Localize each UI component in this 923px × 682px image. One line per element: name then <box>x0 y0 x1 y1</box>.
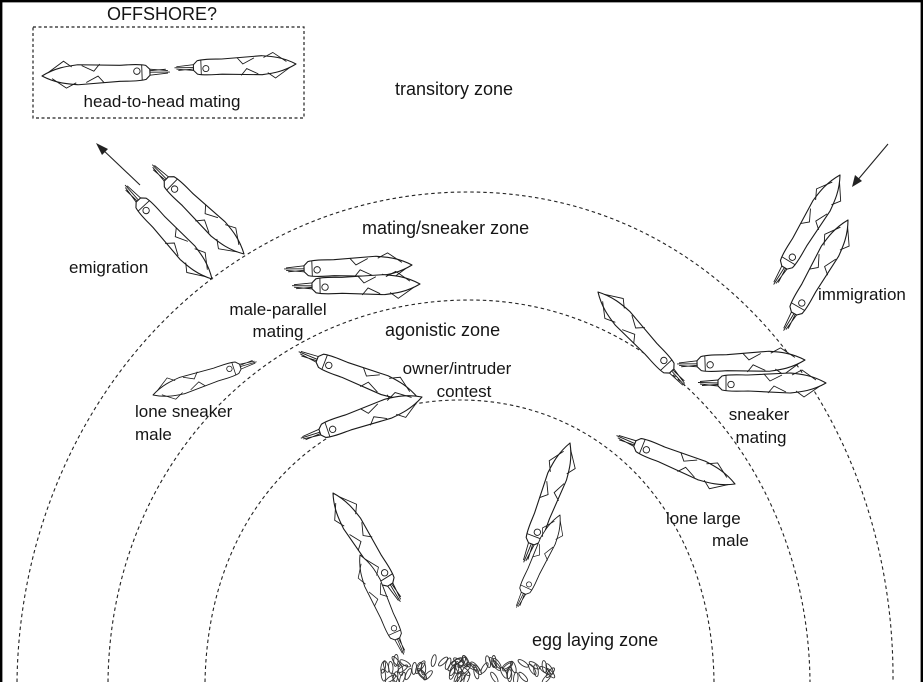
transitory-zone-label: transitory zone <box>395 79 555 99</box>
egg-mass <box>380 654 556 682</box>
sneaker-mating-label-line1: sneaker <box>709 405 809 425</box>
egg-capsule <box>430 654 437 667</box>
lone-large-label-line1: lone large <box>666 509 766 529</box>
male-parallel-label-line1: male-parallel <box>203 300 353 320</box>
squid-sneaker-3 <box>698 370 826 397</box>
squid-lone-sneaker <box>149 350 260 405</box>
male-parallel-label-line2: mating <box>203 322 353 342</box>
egg-capsule <box>517 671 528 682</box>
owner-intruder-label-line2: contest <box>389 382 539 402</box>
egg-capsule <box>399 658 412 668</box>
egg-capsule <box>388 661 393 673</box>
egg-capsule <box>489 671 499 682</box>
emigration-label: emigration <box>69 258 169 278</box>
egg-capsule <box>422 669 433 681</box>
emigration-arrow <box>101 148 140 185</box>
immigration-arrow <box>856 144 888 182</box>
agonistic-zone-label: agonistic zone <box>385 320 545 340</box>
egg-laying-zone-label: egg laying zone <box>532 630 702 650</box>
mating-sneaker-zone-label: mating/sneaker zone <box>362 218 582 238</box>
sneaker-mating-label-line2: mating <box>711 428 811 448</box>
egg-capsule <box>437 656 449 668</box>
squid-head-to-head-left <box>42 58 171 89</box>
immigration-label: immigration <box>818 285 918 305</box>
lone-large-label-line2: male <box>712 531 792 551</box>
owner-intruder-label-line1: owner/intruder <box>382 359 532 379</box>
egg-capsule <box>480 662 490 675</box>
squid-head-to-head-right <box>174 52 296 82</box>
inset-title: OFFSHORE? <box>72 4 252 24</box>
egg-capsule <box>517 658 529 668</box>
squid-sneaker-1 <box>588 282 695 394</box>
inset-caption: head-to-head mating <box>62 92 262 112</box>
lone-sneaker-label-line1: lone sneaker <box>135 402 285 422</box>
egg-capsule <box>533 664 539 677</box>
lone-sneaker-label-line2: male <box>135 425 285 445</box>
egg-capsule <box>513 672 518 682</box>
